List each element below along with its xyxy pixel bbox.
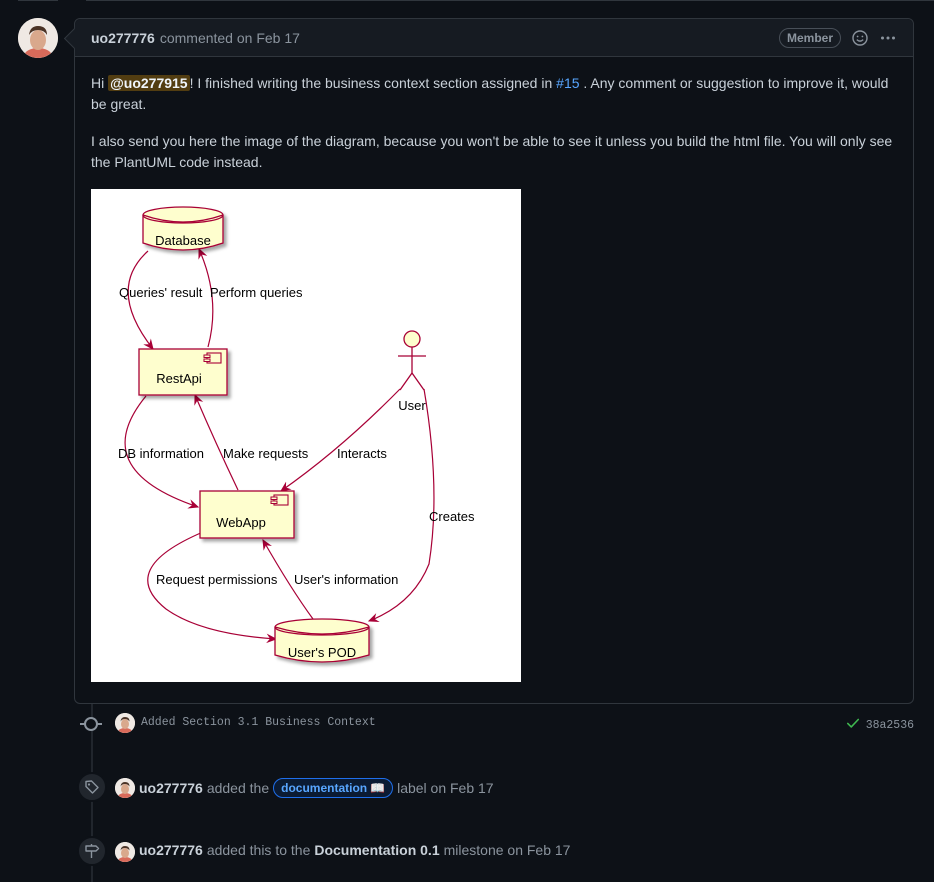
- comment-paragraph-1: Hi @uo277915! I finished writing the bus…: [91, 73, 897, 115]
- kebab-menu-icon[interactable]: [879, 29, 897, 47]
- p1-prefix: Hi: [91, 75, 109, 91]
- comment-box: uo277776 commented on Feb 17 Member Hi @…: [74, 18, 914, 704]
- edge-perform-queries: [198, 247, 214, 348]
- edge-queries-result: [127, 250, 154, 350]
- timeline-top-left: [18, 0, 58, 1]
- label-users-information: User's information: [294, 572, 398, 587]
- commit-author-avatar[interactable]: [115, 713, 135, 733]
- comment-author[interactable]: uo277776: [91, 29, 155, 46]
- milestone-event-actor[interactable]: uo277776: [139, 842, 203, 858]
- milestone-actor-avatar[interactable]: [115, 842, 135, 862]
- label-perform-queries: Perform queries: [210, 285, 303, 300]
- label-event-text1: added the: [206, 780, 270, 796]
- edge-make-requests: [194, 393, 239, 491]
- comment-header: uo277776 commented on Feb 17 Member: [75, 19, 913, 57]
- p1-mid: ! I finished writing the business contex…: [189, 75, 557, 91]
- label-db-information: DB information: [118, 446, 204, 461]
- milestone-event: uo277776 added this to the Documentation…: [0, 836, 934, 868]
- comment-body: Hi @uo277915! I finished writing the bus…: [75, 57, 913, 205]
- user-mention[interactable]: @uo277915: [108, 75, 190, 91]
- node-user-label: User: [398, 398, 426, 413]
- documentation-label[interactable]: documentation 📖: [273, 778, 394, 798]
- label-event-text: uo277776 added the documentation 📖 label…: [139, 778, 494, 798]
- node-database-label: Database: [155, 233, 211, 248]
- edge-creates: [367, 388, 435, 623]
- p1-suffix: . Any comment or suggestion to improve i…: [91, 75, 889, 112]
- label-event-text2: label on Feb 17: [397, 780, 494, 796]
- label-event: uo277776 added the documentation 📖 label…: [0, 772, 934, 804]
- node-pod: [274, 618, 370, 663]
- label-make-requests: Make requests: [223, 446, 309, 461]
- commit-message[interactable]: Added Section 3.1 Business Context: [141, 716, 376, 729]
- check-icon[interactable]: [846, 716, 860, 735]
- tag-icon: [77, 772, 107, 802]
- book-emoji-icon: 📖: [370, 781, 386, 795]
- avatar[interactable]: [18, 18, 58, 58]
- node-webapp-label: WebApp: [216, 515, 266, 530]
- edge-interacts: [280, 388, 401, 492]
- commit-row: Added Section 3.1 Business Context 38a25…: [0, 712, 934, 736]
- label-actor-avatar[interactable]: [115, 778, 135, 798]
- diagram-image[interactable]: Queries' result Perform queries DB infor…: [91, 189, 521, 682]
- edge-users-information: [262, 538, 314, 620]
- label-interacts: Interacts: [337, 446, 387, 461]
- node-pod-label: User's POD: [288, 645, 356, 660]
- edge-request-permissions: [147, 531, 278, 644]
- commit-sha[interactable]: 38a2536: [865, 719, 914, 732]
- member-badge: Member: [778, 27, 841, 48]
- milestone-event-text2: milestone on Feb 17: [443, 842, 571, 858]
- milestone-event-text1: added this to the: [206, 842, 311, 858]
- label-event-actor[interactable]: uo277776: [139, 780, 203, 796]
- documentation-label-text: documentation: [281, 781, 368, 795]
- timeline-top-divider: [86, 0, 934, 1]
- edge-db-information: [124, 395, 200, 509]
- milestone-link[interactable]: Documentation 0.1: [314, 842, 440, 858]
- comment-paragraph-2: I also send you here the image of the di…: [91, 133, 893, 170]
- comment-timestamp[interactable]: commented on Feb 17: [159, 29, 300, 46]
- label-request-permissions: Request permissions: [156, 572, 278, 587]
- node-user: [398, 330, 426, 391]
- commit-icon: [84, 717, 98, 731]
- milestone-event-text: uo277776 added this to the Documentation…: [139, 842, 570, 858]
- node-restapi-label: RestApi: [156, 371, 202, 386]
- label-creates: Creates: [429, 509, 475, 524]
- issue-link[interactable]: #15: [556, 75, 580, 91]
- milestone-icon: [77, 836, 107, 866]
- label-queries-result: Queries' result: [119, 285, 203, 300]
- smiley-icon[interactable]: [851, 29, 869, 47]
